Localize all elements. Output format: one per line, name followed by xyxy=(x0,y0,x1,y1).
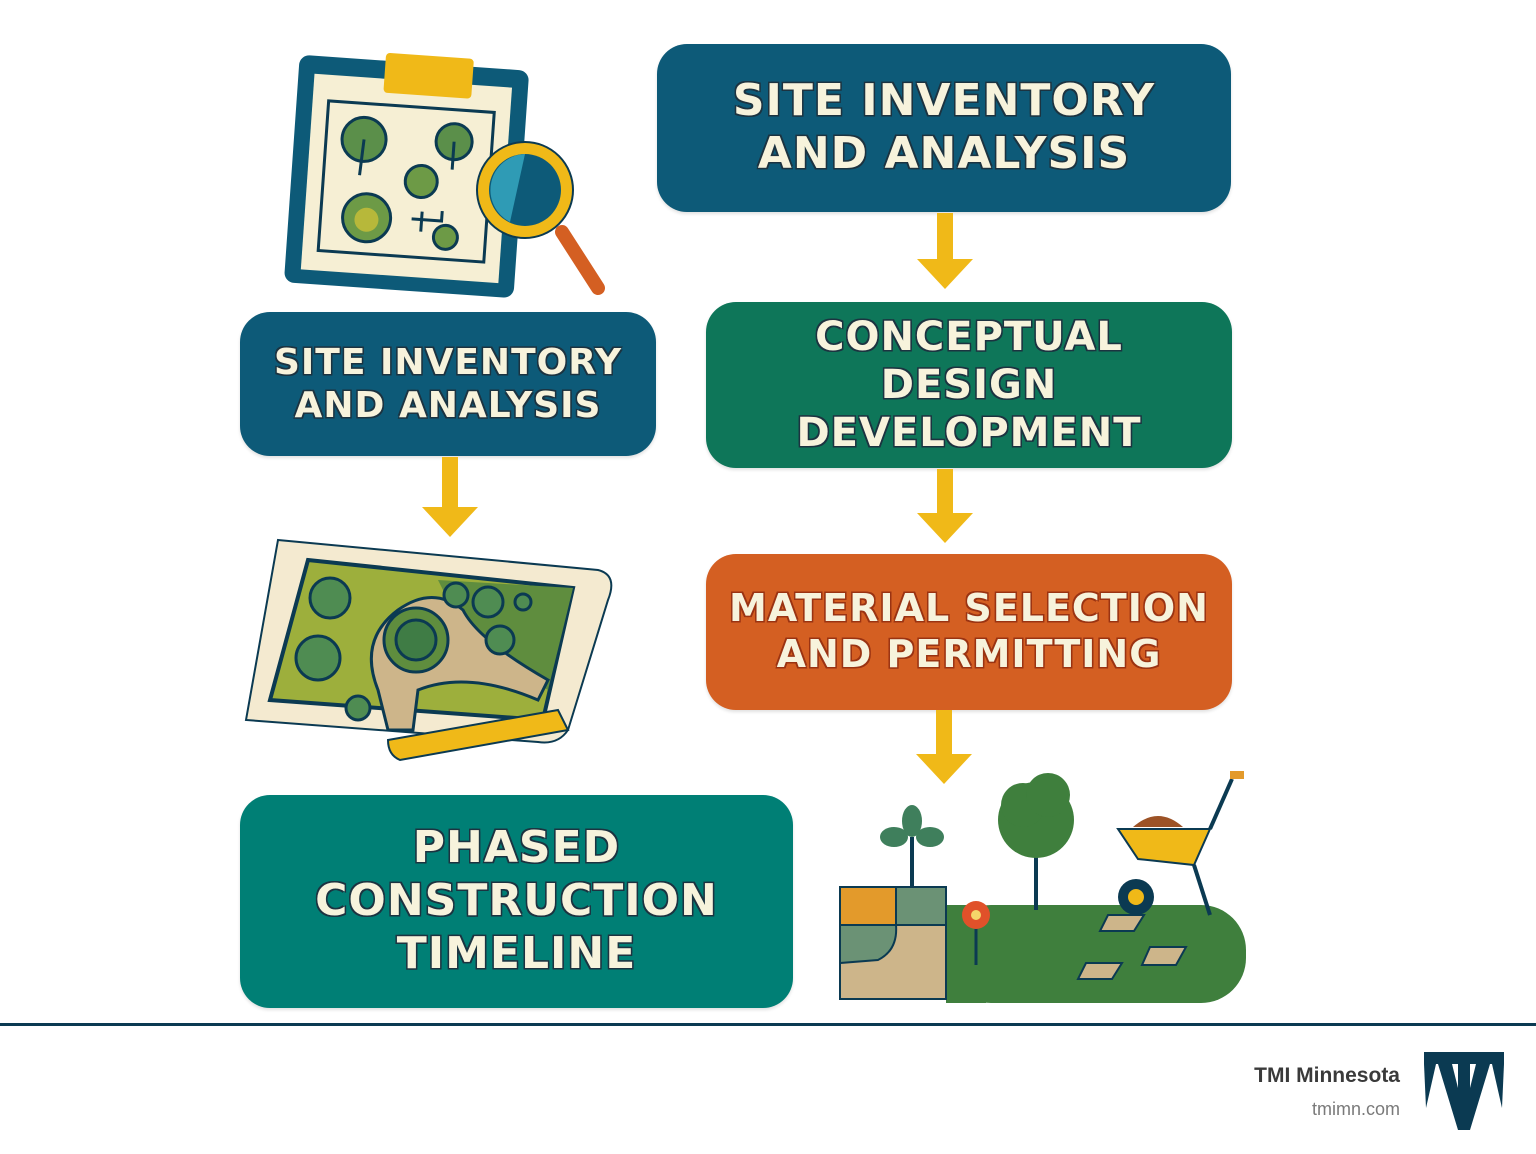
garden-wheelbarrow-illustration xyxy=(839,771,1246,1003)
step-line: CONCEPTUAL xyxy=(815,314,1123,360)
step-line: SITE INVENTORY xyxy=(273,341,623,383)
down-arrow-icon xyxy=(917,213,973,289)
step-phased-construction: PHASED CONSTRUCTION TIMELINE xyxy=(240,795,793,1008)
down-arrow-icon xyxy=(422,457,478,537)
step-line: PHASED xyxy=(412,822,621,874)
step-line: AND ANALYSIS xyxy=(757,128,1131,179)
tmi-logo-icon xyxy=(1424,1052,1504,1130)
down-arrow-icon xyxy=(917,469,973,543)
step-line: TIMELINE xyxy=(396,927,637,979)
step-line: AND PERMITTING xyxy=(776,632,1162,676)
step-material-selection: MATERIAL SELECTION AND PERMITTING xyxy=(706,554,1232,710)
step-line: CONSTRUCTION xyxy=(315,875,718,927)
step-site-inventory-left: SITE INVENTORY AND ANALYSIS xyxy=(240,312,656,456)
step-line: DESIGN DEVELOPMENT xyxy=(796,362,1142,456)
footer-divider xyxy=(0,1023,1536,1026)
brand-url: tmimn.com xyxy=(1311,1099,1400,1119)
step-line: SITE INVENTORY xyxy=(732,75,1156,127)
clipboard-magnifier-illustration xyxy=(284,53,605,298)
brand-name: TMI Minnesota xyxy=(1254,1064,1400,1087)
down-arrow-icon xyxy=(916,710,972,784)
step-site-inventory-top: SITE INVENTORY AND ANALYSIS xyxy=(657,44,1231,212)
step-line: AND ANALYSIS xyxy=(294,385,602,426)
landscape-plan-illustration xyxy=(244,538,613,762)
step-line: MATERIAL SELECTION xyxy=(729,586,1209,631)
step-conceptual-design: CONCEPTUAL DESIGN DEVELOPMENT xyxy=(706,302,1232,468)
